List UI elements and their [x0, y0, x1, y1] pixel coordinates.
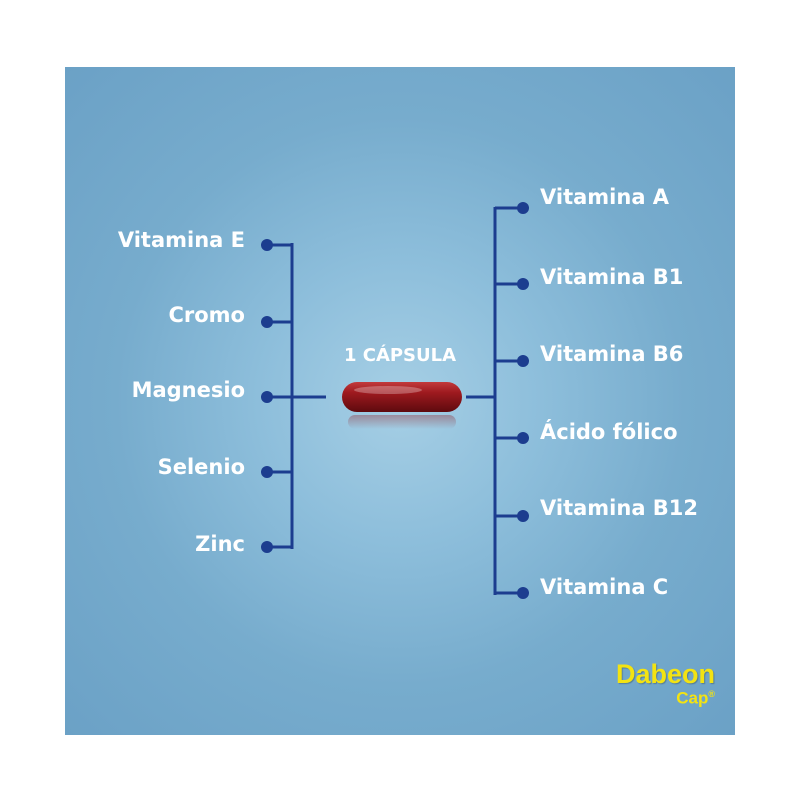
brand-logo: Dabeon Cap® — [616, 660, 715, 707]
dot-acido-folico — [517, 432, 529, 444]
item-zinc: Zinc — [195, 532, 245, 556]
brand-sub-text: Cap — [676, 688, 709, 708]
item-cromo: Cromo — [168, 303, 245, 327]
brand-name: Dabeon — [615, 659, 715, 689]
dot-vitamina-b12 — [517, 510, 529, 522]
dot-vitamina-b1 — [517, 278, 529, 290]
item-magnesio: Magnesio — [131, 378, 245, 402]
item-acido-folico: Ácido fólico — [540, 420, 678, 444]
capsule-label: 1 CÁPSULA — [343, 345, 457, 366]
dot-selenio — [261, 466, 273, 478]
item-selenio: Selenio — [157, 455, 245, 479]
dot-zinc — [261, 541, 273, 553]
registered-mark: ® — [708, 689, 715, 699]
dot-vitamina-c — [517, 587, 529, 599]
capsule-icon — [342, 382, 462, 429]
dot-vitamina-a — [517, 202, 529, 214]
dot-cromo — [261, 316, 273, 328]
dot-vitamina-b6 — [517, 355, 529, 367]
capsule — [338, 378, 466, 438]
dot-magnesio — [261, 391, 273, 403]
item-vitamina-b12: Vitamina B12 — [540, 496, 699, 520]
brand-sub: Cap® — [616, 686, 715, 707]
item-vitamina-b1: Vitamina B1 — [540, 265, 684, 289]
item-vitamina-a: Vitamina A — [540, 185, 670, 209]
item-vitamina-b6: Vitamina B6 — [540, 342, 684, 366]
item-vitamina-e: Vitamina E — [117, 228, 245, 252]
item-vitamina-c: Vitamina C — [540, 575, 669, 599]
dot-vitamina-e — [261, 239, 273, 251]
